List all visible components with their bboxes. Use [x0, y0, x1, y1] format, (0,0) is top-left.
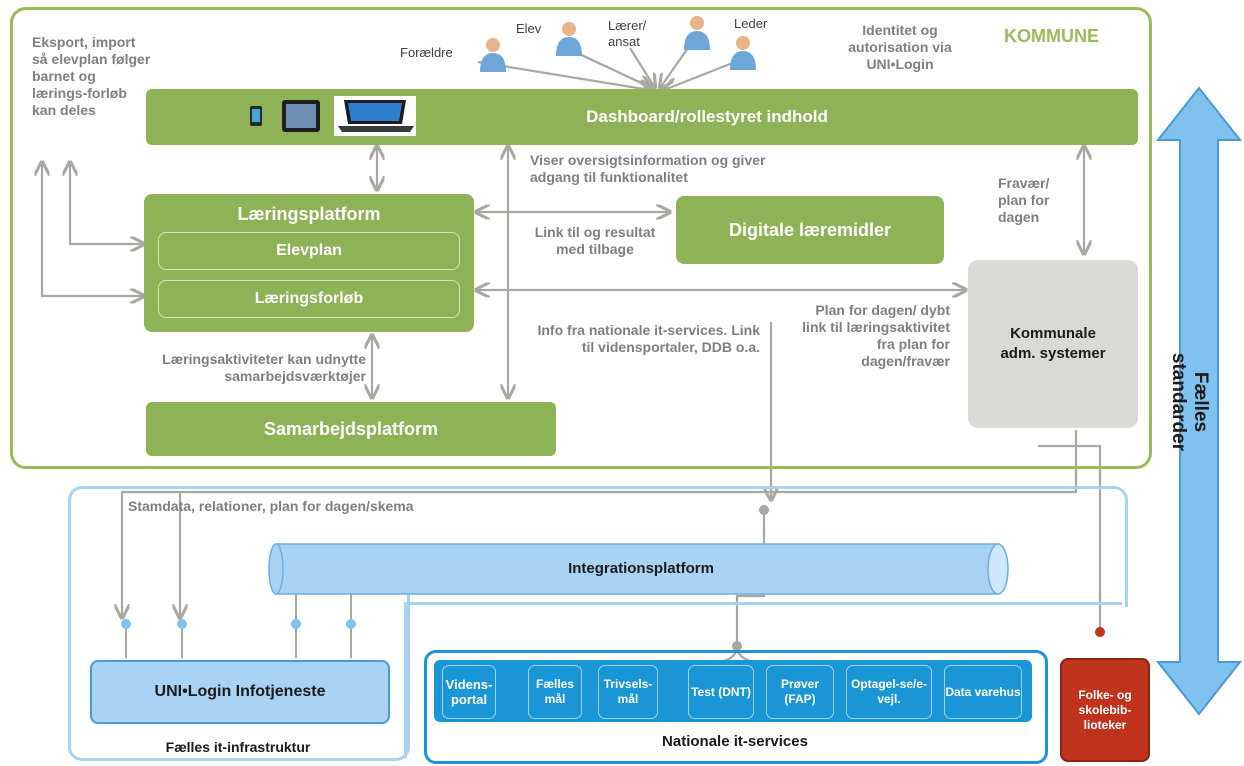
- person-icon-laerer: [682, 14, 712, 55]
- role-label-leder: Leder: [734, 16, 768, 31]
- laeringsforloeb-box[interactable]: Læringsforløb: [158, 280, 460, 318]
- dashboard-label: Dashboard/rollestyret indhold: [586, 107, 828, 126]
- note-link: Link til og resultat med tilbage: [534, 224, 656, 257]
- integrationsplatform-pipe[interactable]: [268, 542, 1014, 601]
- infra-frame: [68, 486, 1128, 607]
- kommune-title: KOMMUNE: [1004, 26, 1099, 46]
- kommunale-adm-label: Kommunale adm. systemer: [1000, 325, 1106, 362]
- infra-frame-inner: [404, 602, 1122, 605]
- service-data-varehus[interactable]: Data varehus: [944, 665, 1022, 719]
- device-icons: [246, 96, 416, 141]
- uni-login-box[interactable]: UNI•Login Infotjeneste: [90, 660, 390, 724]
- samarbejdsplatform-box[interactable]: Samarbejdsplatform: [146, 402, 556, 456]
- laeringsplatform-title: Læringsplatform: [237, 204, 381, 224]
- note-fravaer: Fravær/ plan for dagen: [998, 175, 1050, 225]
- note-stamdata: Stamdata, relationer, plan for dagen/ske…: [128, 498, 414, 514]
- nationale-frame: [424, 650, 1048, 764]
- infra-frame-left: [68, 586, 410, 761]
- role-label-elev: Elev: [516, 21, 542, 36]
- role-label-laerer: Lærer/ ansat: [608, 18, 647, 49]
- nationale-title: Nationale it-services: [662, 733, 808, 750]
- kommune-frame: [10, 7, 1152, 469]
- export-note: Eksport, import så elevplan følger barne…: [32, 34, 151, 118]
- note-info: Info fra nationale it-services. Link til…: [537, 322, 760, 355]
- person-icon-foraeldre: [478, 36, 508, 77]
- role-label-foraeldre: Forældre: [400, 45, 453, 60]
- digitale-laeremidler-box[interactable]: Digitale læremidler: [676, 196, 944, 264]
- service-proever-fap[interactable]: Prøver (FAP): [766, 665, 834, 719]
- person-icon-elev: [554, 20, 584, 61]
- person-icon-leder: [728, 34, 758, 75]
- elevplan-box[interactable]: Elevplan: [158, 232, 460, 270]
- note-viser: Viser oversigtsinformation og giver adga…: [530, 152, 766, 185]
- uni-login-label: UNI•Login Infotjeneste: [154, 683, 326, 700]
- infra-title: Fælles it-infrastruktur: [165, 739, 311, 755]
- service-trivselsmaal[interactable]: Trivsels-mål: [598, 665, 658, 719]
- faelles-standarder-label: Fælles standarder: [1168, 352, 1211, 452]
- laeringsplatform-box[interactable]: Læringsplatform: [144, 194, 474, 332]
- service-vidensportal[interactable]: Videns-portal: [442, 665, 496, 719]
- note-laeringsaktiviteter: Læringsaktiviteter kan udnytte samarbejd…: [162, 351, 366, 384]
- service-optagelse[interactable]: Optagel-se/e-vejl.: [846, 665, 932, 719]
- note-plan: Plan for dagen/ dybt link til læringsakt…: [802, 302, 950, 369]
- bibliotek-label: Folke- og skolebib-lioteker: [1078, 687, 1132, 732]
- integrationsplatform-label: Integrationsplatform: [568, 560, 714, 577]
- bibliotek-box[interactable]: Folke- og skolebib-lioteker: [1060, 658, 1150, 762]
- kommunale-adm-box[interactable]: Kommunale adm. systemer: [968, 260, 1138, 428]
- faelles-standarder-arrow: [1155, 86, 1243, 721]
- service-test-dnt[interactable]: Test (DNT): [688, 665, 754, 719]
- service-faelles-maal[interactable]: Fælles mål: [528, 665, 582, 719]
- infra-frame-inner-v: [404, 602, 407, 758]
- identity-note: Identitet og autorisation via UNI•Login: [848, 22, 952, 72]
